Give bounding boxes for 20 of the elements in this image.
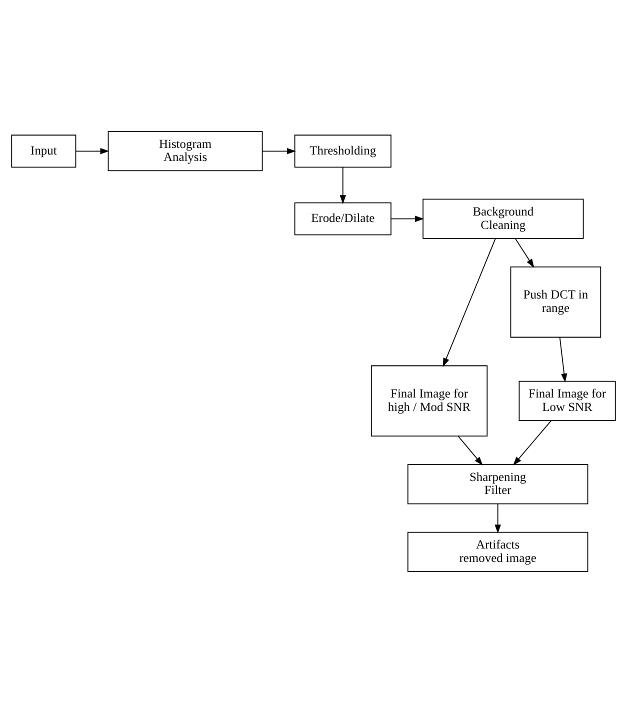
node-box: Artifacts removed image (407, 531, 588, 572)
arrow (458, 435, 483, 466)
arrow (390, 215, 424, 222)
node-box: Background Cleaning (422, 198, 584, 238)
node-box: Erode/Dilate (294, 202, 392, 235)
arrow (75, 148, 110, 154)
arrow (262, 148, 296, 154)
arrow (442, 238, 496, 366)
arrow (494, 502, 501, 534)
arrow (512, 420, 552, 466)
arrow (514, 238, 534, 268)
node-box: Sharpening Filter (407, 464, 588, 504)
arrow (340, 166, 346, 204)
node-box: Input (11, 134, 76, 168)
node-box: Final Image for Low SNR (518, 380, 616, 420)
node-box: Histogram Analysis (108, 130, 263, 171)
node-box: Final Image for high / Mod SNR (370, 364, 488, 436)
arrow (559, 336, 568, 382)
node-box: Push DCT in range (510, 266, 602, 338)
node-box: Thresholding (294, 134, 392, 168)
